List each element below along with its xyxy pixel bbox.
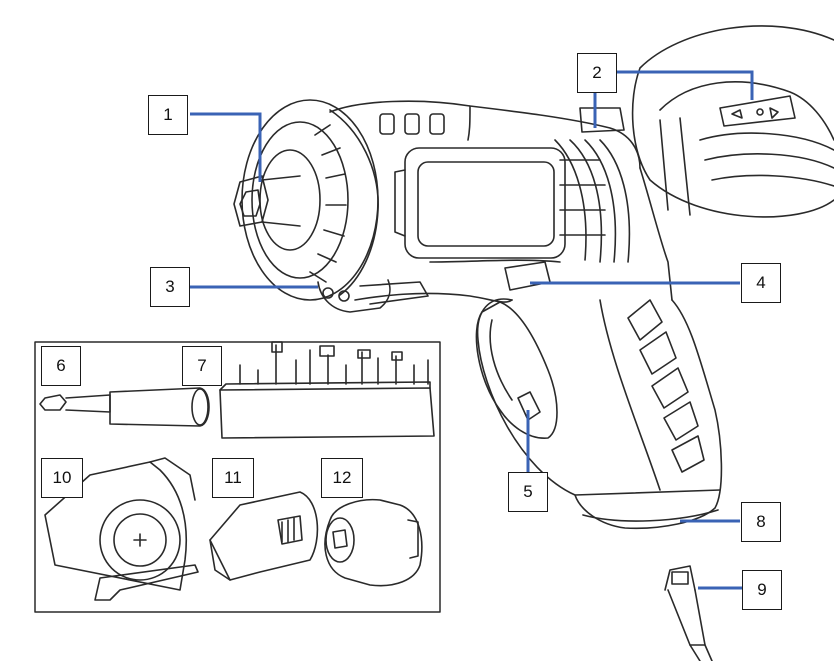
- label-8: 8: [741, 502, 781, 542]
- cutting-attachment: [44, 457, 199, 601]
- label-12: 12: [321, 458, 363, 498]
- chuck-attachment: [324, 498, 423, 587]
- label-3: 3: [150, 267, 190, 307]
- usb-cable: [664, 565, 713, 661]
- accessories-box: [34, 341, 441, 613]
- screwdriver-body: [329, 100, 673, 303]
- label-5: 5: [508, 472, 548, 512]
- angle-attachment: [209, 491, 319, 581]
- leader-lines: [190, 70, 754, 590]
- handle: [475, 261, 723, 530]
- label-9: 9: [742, 570, 782, 610]
- leader-1: [190, 112, 262, 182]
- label-2: 2: [577, 53, 617, 93]
- bit-holder: [39, 387, 210, 427]
- chuck: [233, 99, 429, 313]
- label-11: 11: [212, 458, 254, 498]
- label-10: 10: [41, 458, 83, 498]
- label-1: 1: [148, 95, 188, 135]
- label-4: 4: [741, 263, 781, 303]
- bit-set: [219, 341, 435, 439]
- label-7: 7: [182, 346, 222, 386]
- label-6: 6: [41, 346, 81, 386]
- detail-inset: [631, 25, 834, 218]
- leader-2a: [617, 70, 754, 100]
